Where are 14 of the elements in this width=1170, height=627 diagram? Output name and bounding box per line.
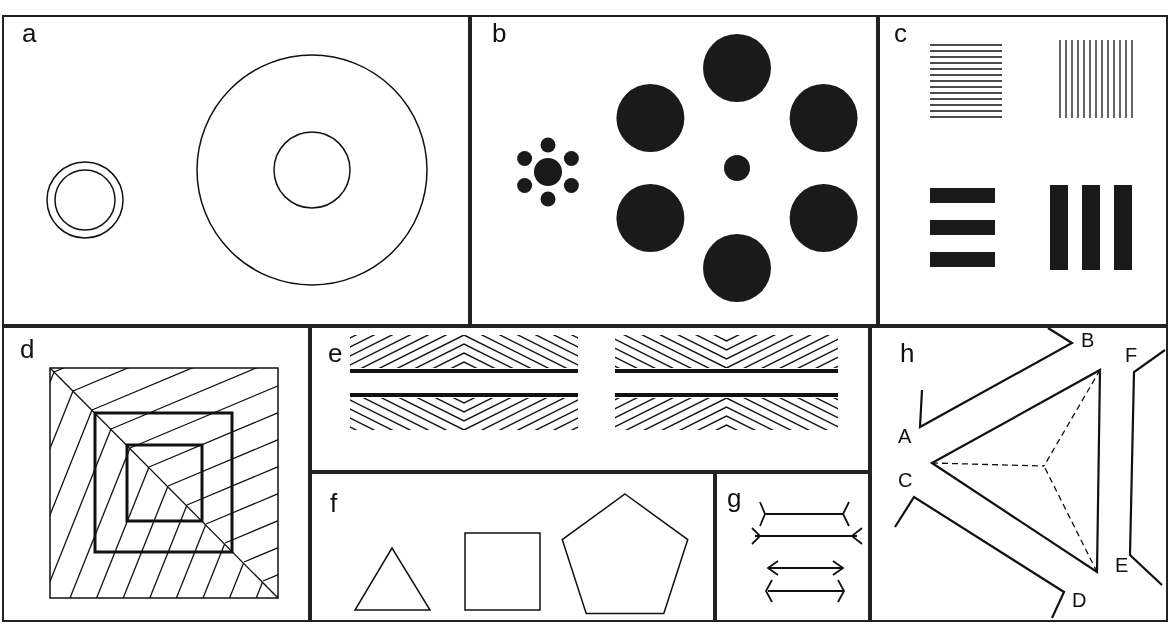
panel-letter: f: [330, 490, 338, 516]
panel-letter: b: [492, 20, 507, 46]
panel-letter: A: [898, 426, 912, 446]
panel-letter: c: [894, 20, 907, 46]
panel-letter: C: [898, 470, 913, 490]
panel-letter: a: [22, 20, 37, 46]
panel-letter: d: [20, 336, 35, 362]
panel-letter: D: [1072, 590, 1087, 610]
panel-letter: e: [328, 340, 343, 366]
panel-letter: B: [1081, 330, 1095, 350]
panel-letter: g: [727, 485, 742, 511]
panel-letter: E: [1115, 555, 1129, 575]
panel-letter: h: [900, 340, 915, 366]
panel-letter: F: [1125, 345, 1138, 365]
